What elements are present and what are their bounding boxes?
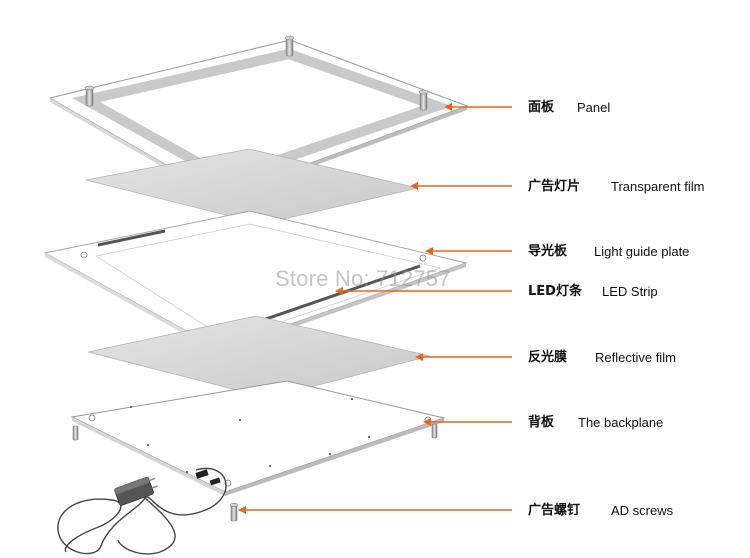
label-en-backplane: The backplane — [578, 415, 664, 430]
label-zh-light-guide-plate: 导光板 — [528, 244, 568, 259]
ad-screw-part — [229, 502, 239, 522]
reflective-film-layer — [87, 315, 431, 399]
label-en-panel: Panel — [577, 100, 611, 115]
backplane-screw — [72, 423, 438, 441]
label-zh-transparent-film: 广告灯片 — [528, 179, 581, 194]
label-en-ad-screws: AD screws — [611, 503, 674, 518]
label-zh-ad-screws: 广告螺钉 — [528, 503, 581, 518]
label-zh-led-strip: LED灯条 — [528, 284, 582, 299]
label-zh-backplane: 背板 — [528, 415, 555, 430]
backplane-layer — [70, 380, 446, 496]
power-adapter — [57, 467, 227, 555]
label-zh-panel: 面板 — [528, 100, 555, 115]
store-watermark: Store No: 712757 — [275, 266, 451, 291]
label-en-light-guide-plate: Light guide plate — [594, 244, 690, 259]
label-zh-reflective-film: 反光膜 — [528, 350, 568, 365]
label-en-transparent-film: Transparent film — [611, 179, 705, 194]
leader-arrows — [238, 103, 512, 514]
label-en-led-strip: LED Strip — [602, 284, 658, 299]
label-en-reflective-film: Reflective film — [595, 350, 676, 365]
